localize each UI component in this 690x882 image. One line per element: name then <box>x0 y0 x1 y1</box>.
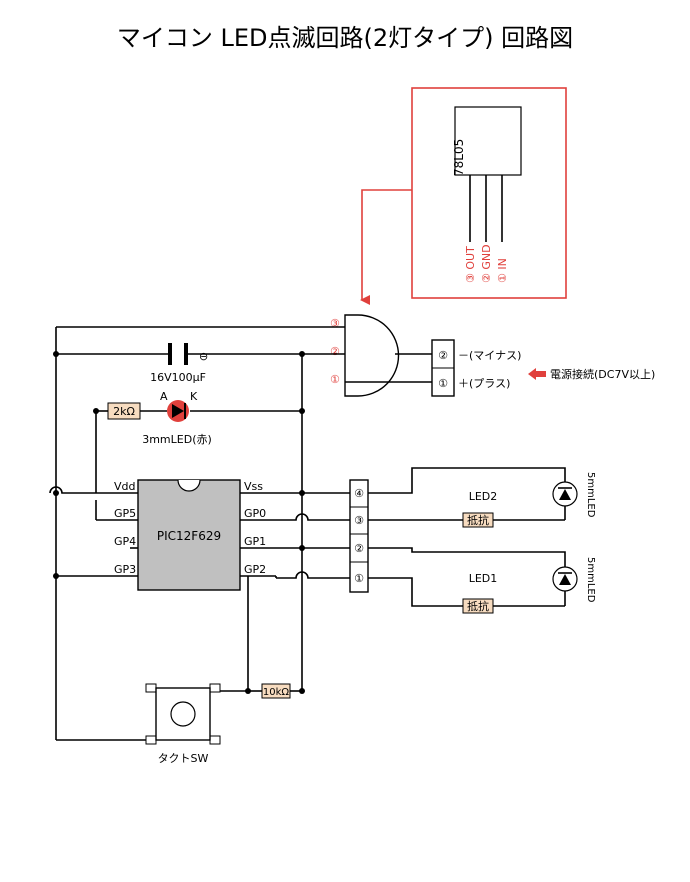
regulator-marker-2: ② <box>330 345 340 358</box>
wires <box>49 326 566 741</box>
resistor-2k-label: 2kΩ <box>113 405 135 418</box>
led2-resistor <box>462 512 494 528</box>
pic-pin-gp0: GP0 <box>244 507 266 520</box>
junction-dots <box>53 351 305 694</box>
regulator-legs <box>469 175 503 242</box>
regulator-symbol <box>344 314 400 397</box>
capacitor <box>168 343 188 365</box>
power-minus-label: －(マイナス) <box>458 349 521 362</box>
pic-pin-vdd: Vdd <box>114 480 136 493</box>
led1-part: 5mmLED <box>585 557 596 603</box>
capacitor-polarity: ⊖ <box>199 350 208 363</box>
power-plus-label: ＋(プラス) <box>458 377 510 390</box>
power-note: 電源接続(DC7V以上) <box>550 367 655 381</box>
switch-label: タクトSW <box>158 752 209 765</box>
detail-pointer-arrow <box>360 189 412 305</box>
pic-pin-gp4: GP4 <box>114 535 136 548</box>
led2-name: LED2 <box>469 490 498 503</box>
led-anode-label: A <box>160 390 168 403</box>
regulator-marker-1: ① <box>330 373 340 386</box>
pic-pin-gp1: GP1 <box>244 535 266 548</box>
connector-num-3: ③ <box>354 514 364 527</box>
connector-num-2: ② <box>354 542 364 555</box>
power-arrow-icon <box>528 368 546 380</box>
regulator-pin-out: ③ OUT <box>464 246 477 283</box>
led1-symbol <box>552 566 578 592</box>
pic-pin-vss: Vss <box>244 480 263 493</box>
power-terminal-num-2: ② <box>438 349 448 362</box>
led2-symbol <box>552 481 578 507</box>
regulator-pin-in: ① IN <box>496 258 509 283</box>
led-cathode-label: K <box>190 390 198 403</box>
led1-resistor <box>462 598 494 614</box>
regulator-detail-box <box>411 87 567 299</box>
power-terminal-num-1: ① <box>438 377 448 390</box>
led1-name: LED1 <box>469 572 498 585</box>
pic-pin-gp2: GP2 <box>244 563 266 576</box>
led1-resistor-label: 抵抗 <box>467 599 489 613</box>
regulator-marker-3: ③ <box>330 317 340 330</box>
resistor-10k <box>261 683 291 699</box>
regulator-pin-gnd: ② GND <box>480 244 493 283</box>
pic-pin-gp3: GP3 <box>114 563 136 576</box>
regulator-body <box>454 106 522 176</box>
indicator-led-label: 3mmLED(赤) <box>142 433 212 446</box>
resistor-2k <box>107 402 141 420</box>
pic-chip <box>137 479 241 591</box>
resistor-10k-label: 10kΩ <box>263 687 290 698</box>
connector-num-4: ④ <box>354 487 364 500</box>
pic-name: PIC12F629 <box>157 529 221 543</box>
connector-num-1: ① <box>354 572 364 585</box>
regulator-part: 78L05 <box>452 139 466 176</box>
pic-pin-gp5: GP5 <box>114 507 136 520</box>
led2-part: 5mmLED <box>585 472 596 518</box>
page-title: マイコン LED点滅回路(2灯タイプ) 回路図 <box>117 24 573 52</box>
indicator-led <box>167 400 189 422</box>
led2-resistor-label: 抵抗 <box>467 513 489 527</box>
led-connector <box>349 479 369 593</box>
capacitor-label: 16V100μF <box>150 371 206 384</box>
tact-switch <box>145 683 221 745</box>
